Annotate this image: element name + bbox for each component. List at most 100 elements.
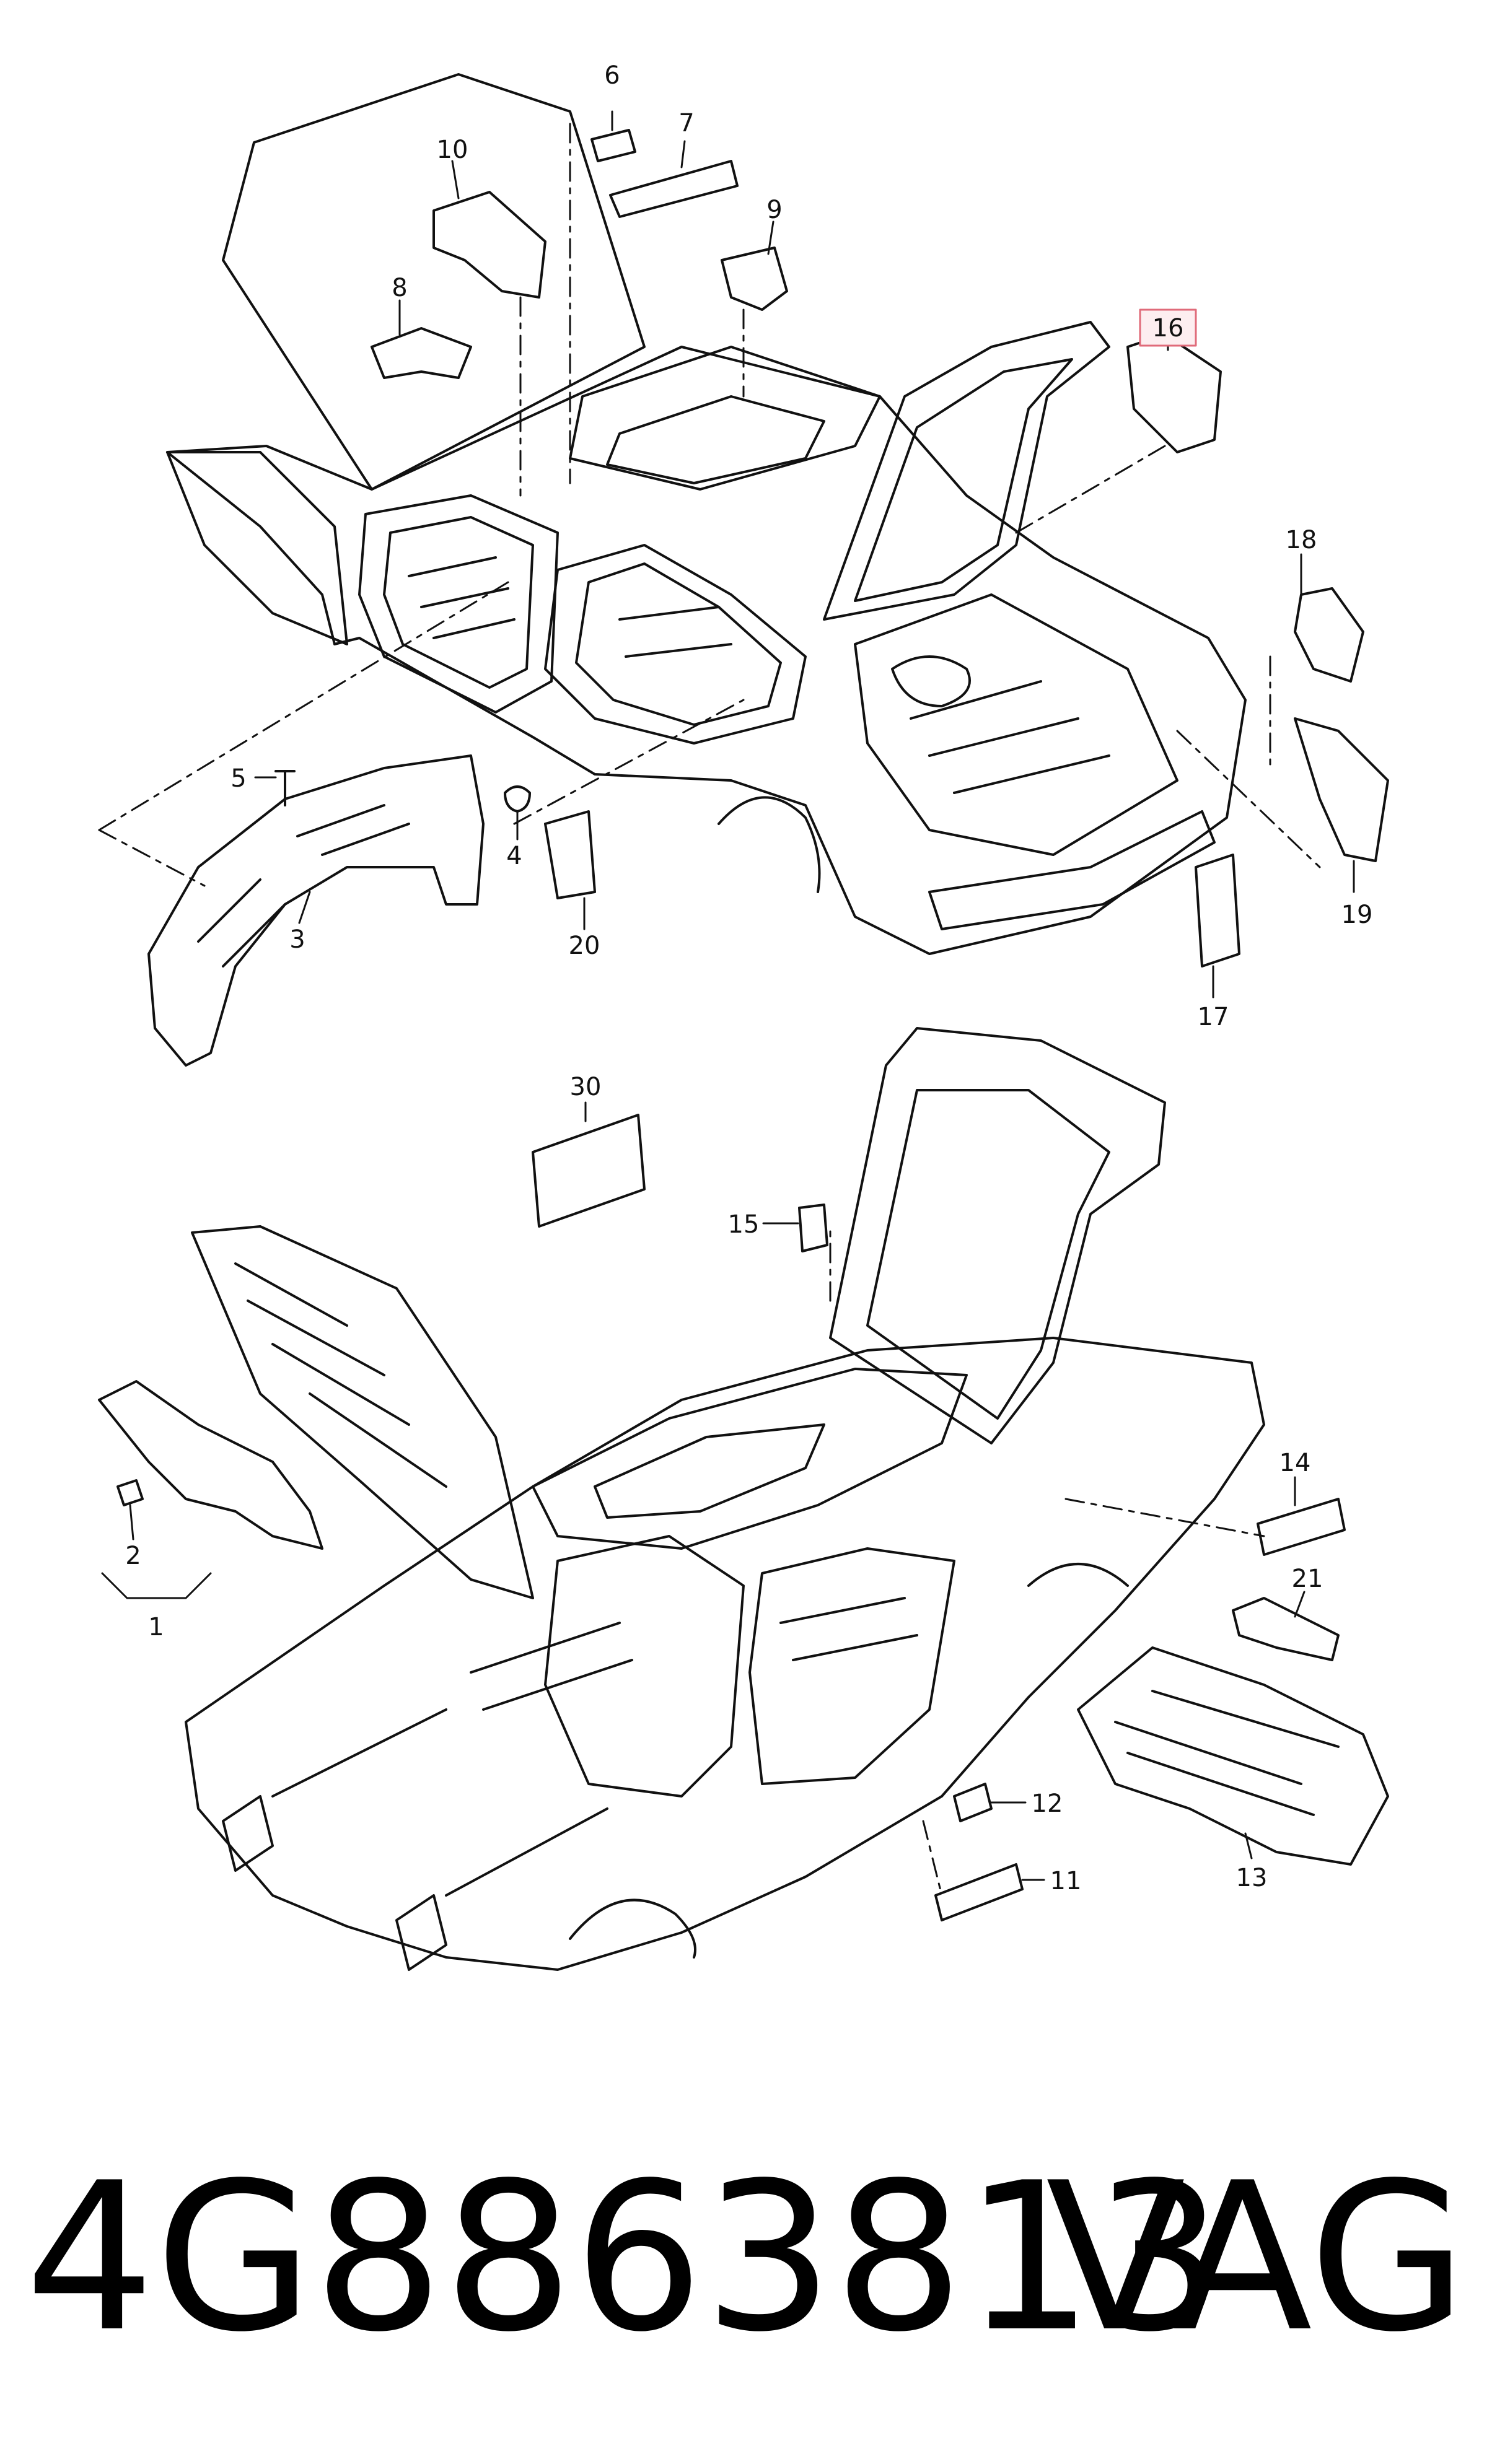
leader-9	[767, 221, 775, 255]
part-16-acoustic-panel	[1126, 333, 1222, 453]
lower-front-door-opening	[544, 1535, 745, 1798]
upper-door-opening-inner	[575, 562, 782, 726]
callout-1: 1	[148, 1613, 164, 1641]
callout-9: 9	[766, 196, 782, 224]
part-3-liner-ribs	[197, 804, 410, 968]
part-5-screw	[274, 770, 296, 806]
callout-19: 19	[1341, 901, 1373, 929]
leader-7	[680, 140, 686, 168]
callout-8: 8	[392, 274, 407, 302]
part-19-trim-panel	[1294, 717, 1389, 862]
lower-tailgate-frame	[829, 1027, 1166, 1444]
callout-21: 21	[1292, 1565, 1323, 1593]
dashed-line-lower-right	[1064, 1498, 1265, 1537]
lower-rear-door-opening	[748, 1547, 955, 1785]
lower-front-rail-left	[222, 1708, 447, 1872]
leader-2	[129, 1504, 134, 1540]
part-1-wheel-arch-liner	[98, 1380, 323, 1550]
upper-body-outline	[166, 346, 1247, 955]
part-9-foam-pad	[721, 247, 788, 311]
callout-14: 14	[1279, 1449, 1311, 1477]
part-15-foam-block	[798, 1204, 828, 1252]
part-7-insulation-strip	[609, 160, 739, 218]
callout-6: 6	[604, 61, 620, 90]
part-6-insulation-block	[590, 129, 636, 162]
callout-20: 20	[569, 932, 600, 960]
lower-floor-ribs	[470, 1597, 918, 1711]
leader-13	[1244, 1832, 1253, 1859]
callout-11: 11	[1050, 1867, 1082, 1895]
upper-front-door-opening	[358, 494, 559, 714]
lower-car-body	[185, 1027, 1389, 1971]
lower-roof-panel	[532, 1368, 968, 1550]
upper-roof-panel	[569, 346, 881, 491]
callout-18: 18	[1286, 526, 1317, 554]
upper-front-fender	[166, 451, 348, 645]
callout-12: 12	[1032, 1789, 1063, 1818]
callout-16: 16	[1152, 314, 1184, 343]
dashed-line-upper-left-2	[98, 829, 206, 887]
part-10-insulation-bracket	[432, 191, 546, 299]
lower-front-rail-right	[395, 1807, 608, 1971]
callout-2: 2	[125, 1542, 141, 1570]
leader-3	[298, 891, 311, 924]
part-4-clip	[504, 785, 531, 813]
upper-rear-wheel-arch	[717, 796, 821, 893]
part-11-foam-strip	[934, 1863, 1024, 1921]
part-14-foam-block	[1257, 1498, 1346, 1556]
callout-13: 13	[1236, 1864, 1268, 1892]
part-30-label-sheet	[532, 1114, 646, 1228]
leader-21	[1294, 1591, 1306, 1618]
upper-tailgate-glass	[854, 358, 1073, 602]
lower-sunroof	[594, 1423, 825, 1519]
lower-hood-panel	[191, 1225, 534, 1599]
lower-tailgate-glass	[866, 1089, 1110, 1420]
upper-car-body	[166, 73, 1247, 955]
part-18-bracket	[1294, 587, 1364, 683]
dashed-line-upper-right-2	[1176, 730, 1321, 868]
upper-loose-parts	[147, 129, 1389, 1067]
callout-7: 7	[678, 109, 694, 138]
callout-4: 4	[506, 842, 522, 870]
lower-rear-underbody	[1077, 1646, 1389, 1866]
lower-loose-parts	[98, 1114, 1346, 1921]
callout-3: 3	[289, 925, 305, 954]
part-3-wheel-arch-liner	[147, 754, 485, 1067]
callout-15: 15	[728, 1210, 760, 1239]
callout-17: 17	[1198, 1003, 1229, 1031]
part-2-clip	[116, 1479, 144, 1506]
leader-10	[451, 160, 460, 199]
highlight-box-16	[1139, 308, 1197, 347]
upper-trunk-floor	[854, 593, 1178, 856]
callout-10: 10	[437, 136, 468, 164]
lower-body-outline	[185, 1337, 1265, 1971]
dashed-line-upper-mid	[513, 699, 745, 825]
part-20-foam-block	[544, 810, 596, 899]
upper-tailgate-frame	[823, 321, 1110, 621]
part-8-foam-insert	[371, 327, 472, 379]
dashed-line-lower-mid	[922, 1820, 943, 1897]
leader-1-bracket	[101, 1572, 212, 1599]
callout-5: 5	[230, 764, 246, 793]
part-footer: 4G8863813 VAG	[0, 2156, 1492, 2416]
upper-hood-panel	[222, 73, 646, 491]
upper-floor-ribs	[408, 556, 1110, 794]
lower-front-wheel-arch	[569, 1898, 696, 1959]
upper-sunroof	[606, 395, 825, 484]
lower-underbody-ribs	[1114, 1690, 1340, 1816]
upper-front-door-inner	[383, 516, 534, 689]
upper-spare-well	[891, 655, 971, 707]
brand-label: VAG	[1045, 2139, 1467, 2377]
callout-30: 30	[570, 1073, 602, 1101]
upper-door-opening	[544, 544, 807, 745]
part-number-label: 4G8863813	[25, 2139, 1224, 2377]
leader-lines	[98, 110, 1355, 1897]
dashed-line-upper-left	[98, 581, 509, 831]
part-12-foam-block	[953, 1783, 993, 1822]
lower-hood-ribs	[234, 1262, 447, 1488]
lower-rear-wheel-arch	[1027, 1563, 1129, 1587]
part-17-foam-block	[1195, 854, 1240, 968]
part-21-trim-piece	[1232, 1597, 1340, 1661]
